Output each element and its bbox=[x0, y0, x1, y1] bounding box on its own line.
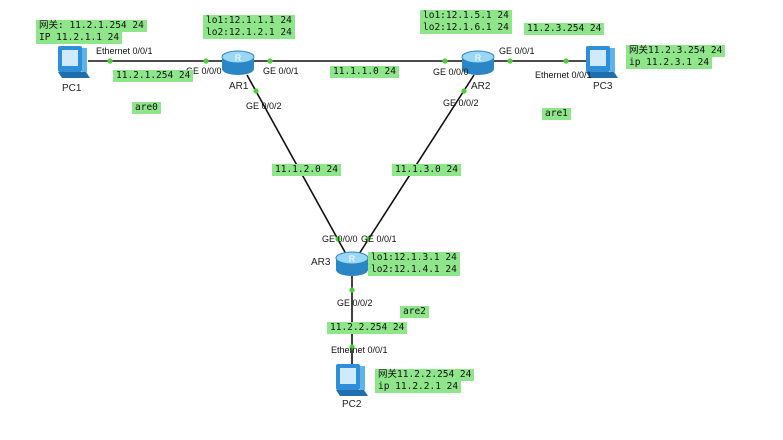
svg-text:R: R bbox=[235, 53, 242, 63]
note-pc1-ip: IP 11.2.1.1 24 bbox=[36, 32, 123, 44]
port-pc2-eth: Ethernet 0/0/1 bbox=[331, 345, 388, 355]
note-ar1-lo2: lo2:12.1.2.1 24 bbox=[203, 27, 295, 39]
port-ar3-g0: GE 0/0/0 bbox=[322, 234, 358, 244]
pc-icon[interactable] bbox=[336, 364, 368, 396]
note-ar2-lo2: lo2:12.1.6.1 24 bbox=[420, 22, 512, 34]
note-net-pc2: 11.2.2.254 24 bbox=[327, 322, 408, 334]
port-ar1-g1: GE 0/0/1 bbox=[263, 66, 299, 76]
svg-text:R: R bbox=[349, 254, 356, 264]
note-ar1-lo1: lo1:12.1.1.1 24 bbox=[203, 15, 295, 27]
port-dot bbox=[507, 58, 513, 64]
note-ar3-lo2: lo2:12.1.4.1 24 bbox=[368, 264, 460, 276]
port-dot bbox=[107, 58, 113, 64]
ar3-name: AR3 bbox=[311, 257, 331, 268]
pc1-name: PC1 bbox=[62, 83, 82, 94]
note-area2: are2 bbox=[400, 306, 429, 318]
port-ar2-g1: GE 0/0/1 bbox=[499, 46, 535, 56]
note-pc2-gateway: 网关11.2.2.254 24 bbox=[375, 369, 475, 381]
port-ar1-g2: GE 0/0/2 bbox=[246, 101, 282, 111]
note-net-ar1-ar2: 11.1.1.0 24 bbox=[330, 66, 399, 78]
note-net-pc1: 11.2.1.254 24 bbox=[113, 70, 194, 82]
note-net-ar2-ar3: 11.1.3.0 24 bbox=[392, 164, 461, 176]
port-pc1-eth: Ethernet 0/0/1 bbox=[96, 46, 153, 56]
router-icon[interactable]: R bbox=[221, 50, 255, 75]
port-ar3-g2: GE 0/0/2 bbox=[337, 298, 373, 308]
note-net-pc3: 11.2.3.254 24 bbox=[524, 23, 605, 35]
svg-text:R: R bbox=[475, 53, 482, 63]
pc2-name: PC2 bbox=[342, 399, 362, 410]
pc-icon[interactable] bbox=[58, 46, 90, 78]
ar2-name: AR2 bbox=[471, 81, 491, 92]
note-ar2-lo1: lo1:12.1.5.1 24 bbox=[420, 10, 512, 22]
router-icon[interactable]: R bbox=[335, 251, 369, 276]
port-ar2-g2: GE 0/0/2 bbox=[443, 98, 479, 108]
port-pc3-eth: Ethernet 0/0/1 bbox=[535, 70, 592, 80]
note-pc3-ip: ip 11.2.3.1 24 bbox=[626, 57, 713, 69]
port-dot bbox=[349, 287, 355, 293]
port-dot bbox=[365, 236, 371, 242]
pc3-name: PC3 bbox=[593, 81, 613, 92]
port-dot bbox=[267, 58, 273, 64]
port-ar2-g0: GE 0/0/0 bbox=[433, 67, 469, 77]
port-dot bbox=[203, 58, 209, 64]
port-dot bbox=[442, 58, 448, 64]
port-dot bbox=[461, 88, 467, 94]
note-area0: are0 bbox=[132, 102, 161, 114]
port-dot bbox=[253, 88, 259, 94]
note-pc2-ip: ip 11.2.2.1 24 bbox=[375, 381, 462, 393]
note-pc1-gateway: 网关: 11.2.1.254 24 bbox=[36, 20, 147, 32]
ar1-name: AR1 bbox=[229, 81, 249, 92]
port-dot bbox=[563, 58, 569, 64]
note-area1: are1 bbox=[542, 108, 571, 120]
port-dot bbox=[335, 236, 341, 242]
port-ar3-g1: GE 0/0/1 bbox=[361, 234, 397, 244]
router-icon[interactable]: R bbox=[461, 50, 495, 75]
pc-icon[interactable] bbox=[586, 46, 618, 78]
note-net-ar1-ar3: 11.1.2.0 24 bbox=[272, 164, 341, 176]
note-pc3-gateway: 网关11.2.3.254 24 bbox=[626, 45, 726, 57]
port-ar1-g0: GE 0/0/0 bbox=[186, 66, 222, 76]
note-ar3-lo1: lo1:12.1.3.1 24 bbox=[368, 252, 460, 264]
port-dot bbox=[349, 344, 355, 350]
